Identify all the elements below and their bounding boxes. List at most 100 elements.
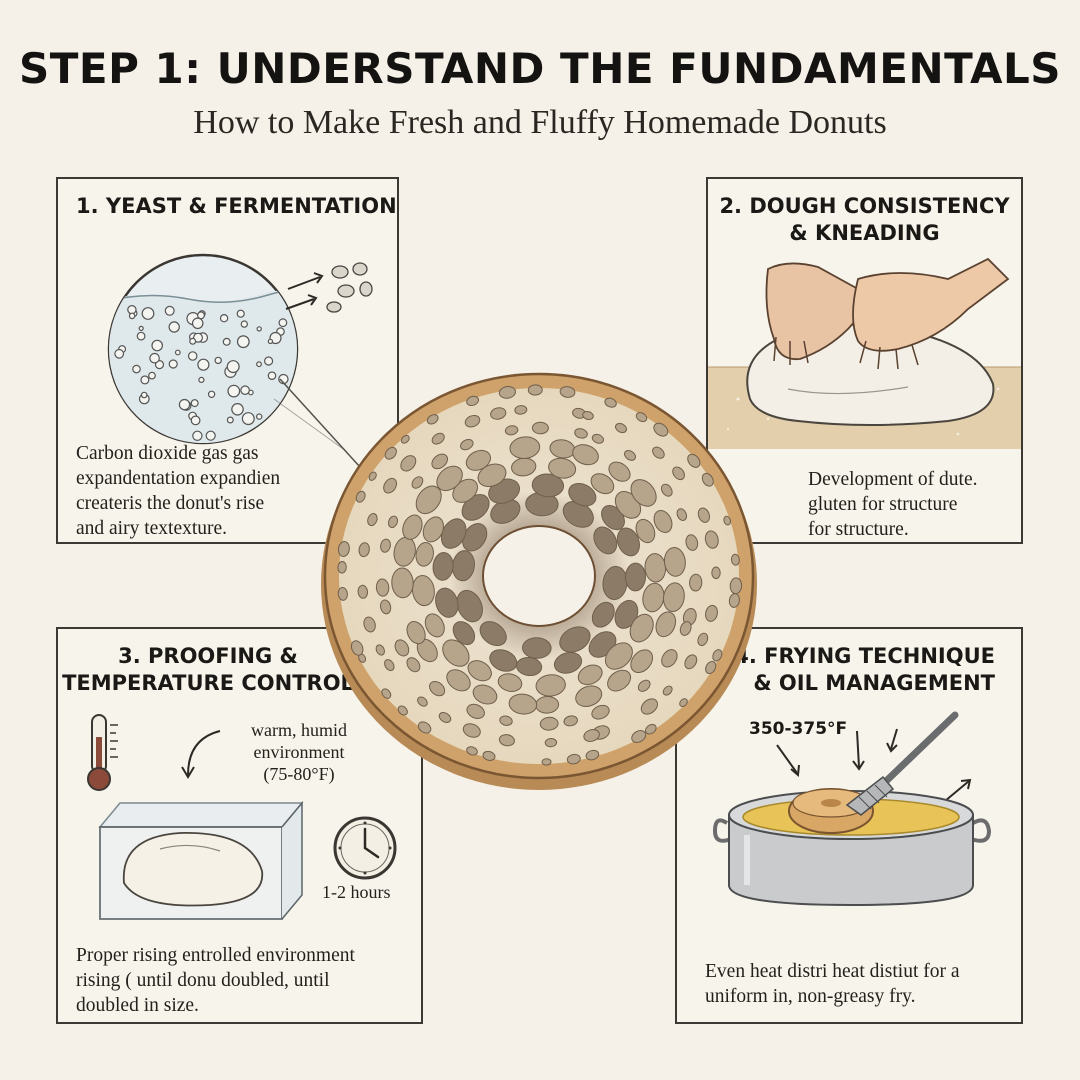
- air-pocket: [522, 637, 552, 659]
- air-pocket: [367, 513, 378, 527]
- air-pocket: [497, 673, 523, 692]
- air-pocket: [381, 688, 392, 699]
- air-pocket: [685, 534, 699, 551]
- air-pocket: [704, 530, 719, 549]
- air-pocket: [415, 542, 434, 567]
- air-pocket: [391, 567, 414, 599]
- air-pocket: [630, 649, 654, 674]
- air-pocket: [544, 737, 558, 748]
- air-pocket: [590, 473, 615, 495]
- bubble: [191, 317, 204, 330]
- page-title: STEP 1: UNDERSTAND THE FUNDAMENTALS: [18, 44, 1062, 93]
- bubble: [168, 321, 180, 333]
- air-pocket: [375, 644, 385, 656]
- bubble: [264, 356, 274, 366]
- air-pocket: [661, 649, 678, 668]
- air-pocket: [697, 507, 711, 523]
- air-pocket: [559, 386, 576, 398]
- bubble: [219, 313, 229, 323]
- bubble: [256, 361, 262, 368]
- air-pocket: [400, 455, 417, 472]
- air-pocket: [653, 422, 669, 437]
- air-pocket: [663, 547, 686, 577]
- air-pocket: [687, 453, 701, 468]
- bubble: [140, 375, 150, 385]
- panel-description: Development of dute. gluten for structur…: [808, 469, 978, 540]
- air-pocket: [498, 386, 516, 399]
- air-pocket: [730, 553, 740, 566]
- air-pocket: [689, 573, 703, 592]
- bubble: [227, 384, 241, 398]
- air-pocket: [337, 587, 348, 601]
- bubble: [190, 415, 201, 426]
- air-pocket: [676, 508, 688, 521]
- bubble: [255, 413, 263, 420]
- air-pocket: [402, 514, 423, 540]
- air-pocket: [660, 483, 673, 497]
- air-pocket: [640, 698, 659, 715]
- air-pocket: [384, 659, 395, 672]
- air-pocket: [697, 632, 709, 647]
- air-pocket: [679, 621, 692, 636]
- air-pocket: [464, 414, 481, 428]
- bubble: [198, 376, 205, 383]
- air-pocket: [456, 589, 483, 623]
- bubble: [187, 351, 198, 361]
- air-pocket: [583, 729, 600, 742]
- bubble: [222, 337, 231, 346]
- air-pocket: [615, 422, 627, 434]
- air-pocket: [559, 626, 591, 653]
- bubble: [192, 430, 203, 441]
- air-pocket: [548, 457, 577, 479]
- air-pocket: [417, 721, 432, 734]
- air-pocket: [655, 611, 677, 638]
- air-pocket: [477, 463, 507, 488]
- air-pocket: [435, 587, 459, 618]
- air-pocket: [380, 538, 391, 553]
- air-pocket: [572, 444, 599, 466]
- air-pocket: [432, 552, 454, 581]
- bubble: [168, 359, 178, 369]
- air-pocket: [541, 758, 552, 766]
- air-pocket: [394, 639, 410, 657]
- air-pocket: [490, 407, 507, 420]
- air-pocket: [705, 660, 717, 675]
- air-pocket: [466, 746, 478, 756]
- panel-yeast-fermentation: 1. YEAST & FERMENTATION Carbon dioxide g…: [56, 177, 399, 544]
- time-label: 1-2 hours: [322, 882, 391, 902]
- air-pocket: [624, 449, 636, 461]
- air-pocket: [431, 432, 445, 445]
- bubble: [189, 337, 197, 345]
- donut-cross-section-icon: [321, 372, 757, 790]
- bubble: [231, 403, 244, 416]
- air-pocket: [426, 414, 439, 425]
- air-pocket: [653, 510, 673, 533]
- bubble: [278, 318, 288, 328]
- bubble: [207, 390, 216, 398]
- air-pocket: [406, 621, 426, 645]
- air-pocket: [446, 669, 471, 692]
- air-pocket: [553, 651, 583, 674]
- air-pocket: [701, 472, 714, 487]
- bubble: [149, 352, 160, 364]
- air-pocket: [436, 465, 463, 492]
- air-pocket: [711, 566, 721, 580]
- air-pocket: [337, 561, 347, 574]
- air-pocket: [723, 515, 732, 526]
- air-pocket: [387, 515, 399, 529]
- air-pocket: [624, 562, 647, 592]
- air-pocket: [431, 453, 449, 470]
- air-pocket: [712, 649, 723, 662]
- air-pocket: [566, 753, 581, 765]
- air-pocket: [415, 485, 442, 515]
- panel-heading: 1. YEAST & FERMENTATION: [76, 194, 397, 218]
- air-pocket: [406, 657, 421, 673]
- environment-label: warm, humid environment (75-80°F): [251, 720, 347, 784]
- air-pocket: [575, 685, 603, 707]
- air-pocket: [337, 541, 350, 557]
- bubble: [136, 331, 146, 341]
- air-pocket: [631, 730, 647, 743]
- air-pocket: [684, 654, 698, 670]
- air-pocket: [635, 412, 648, 423]
- air-pocket: [629, 613, 654, 643]
